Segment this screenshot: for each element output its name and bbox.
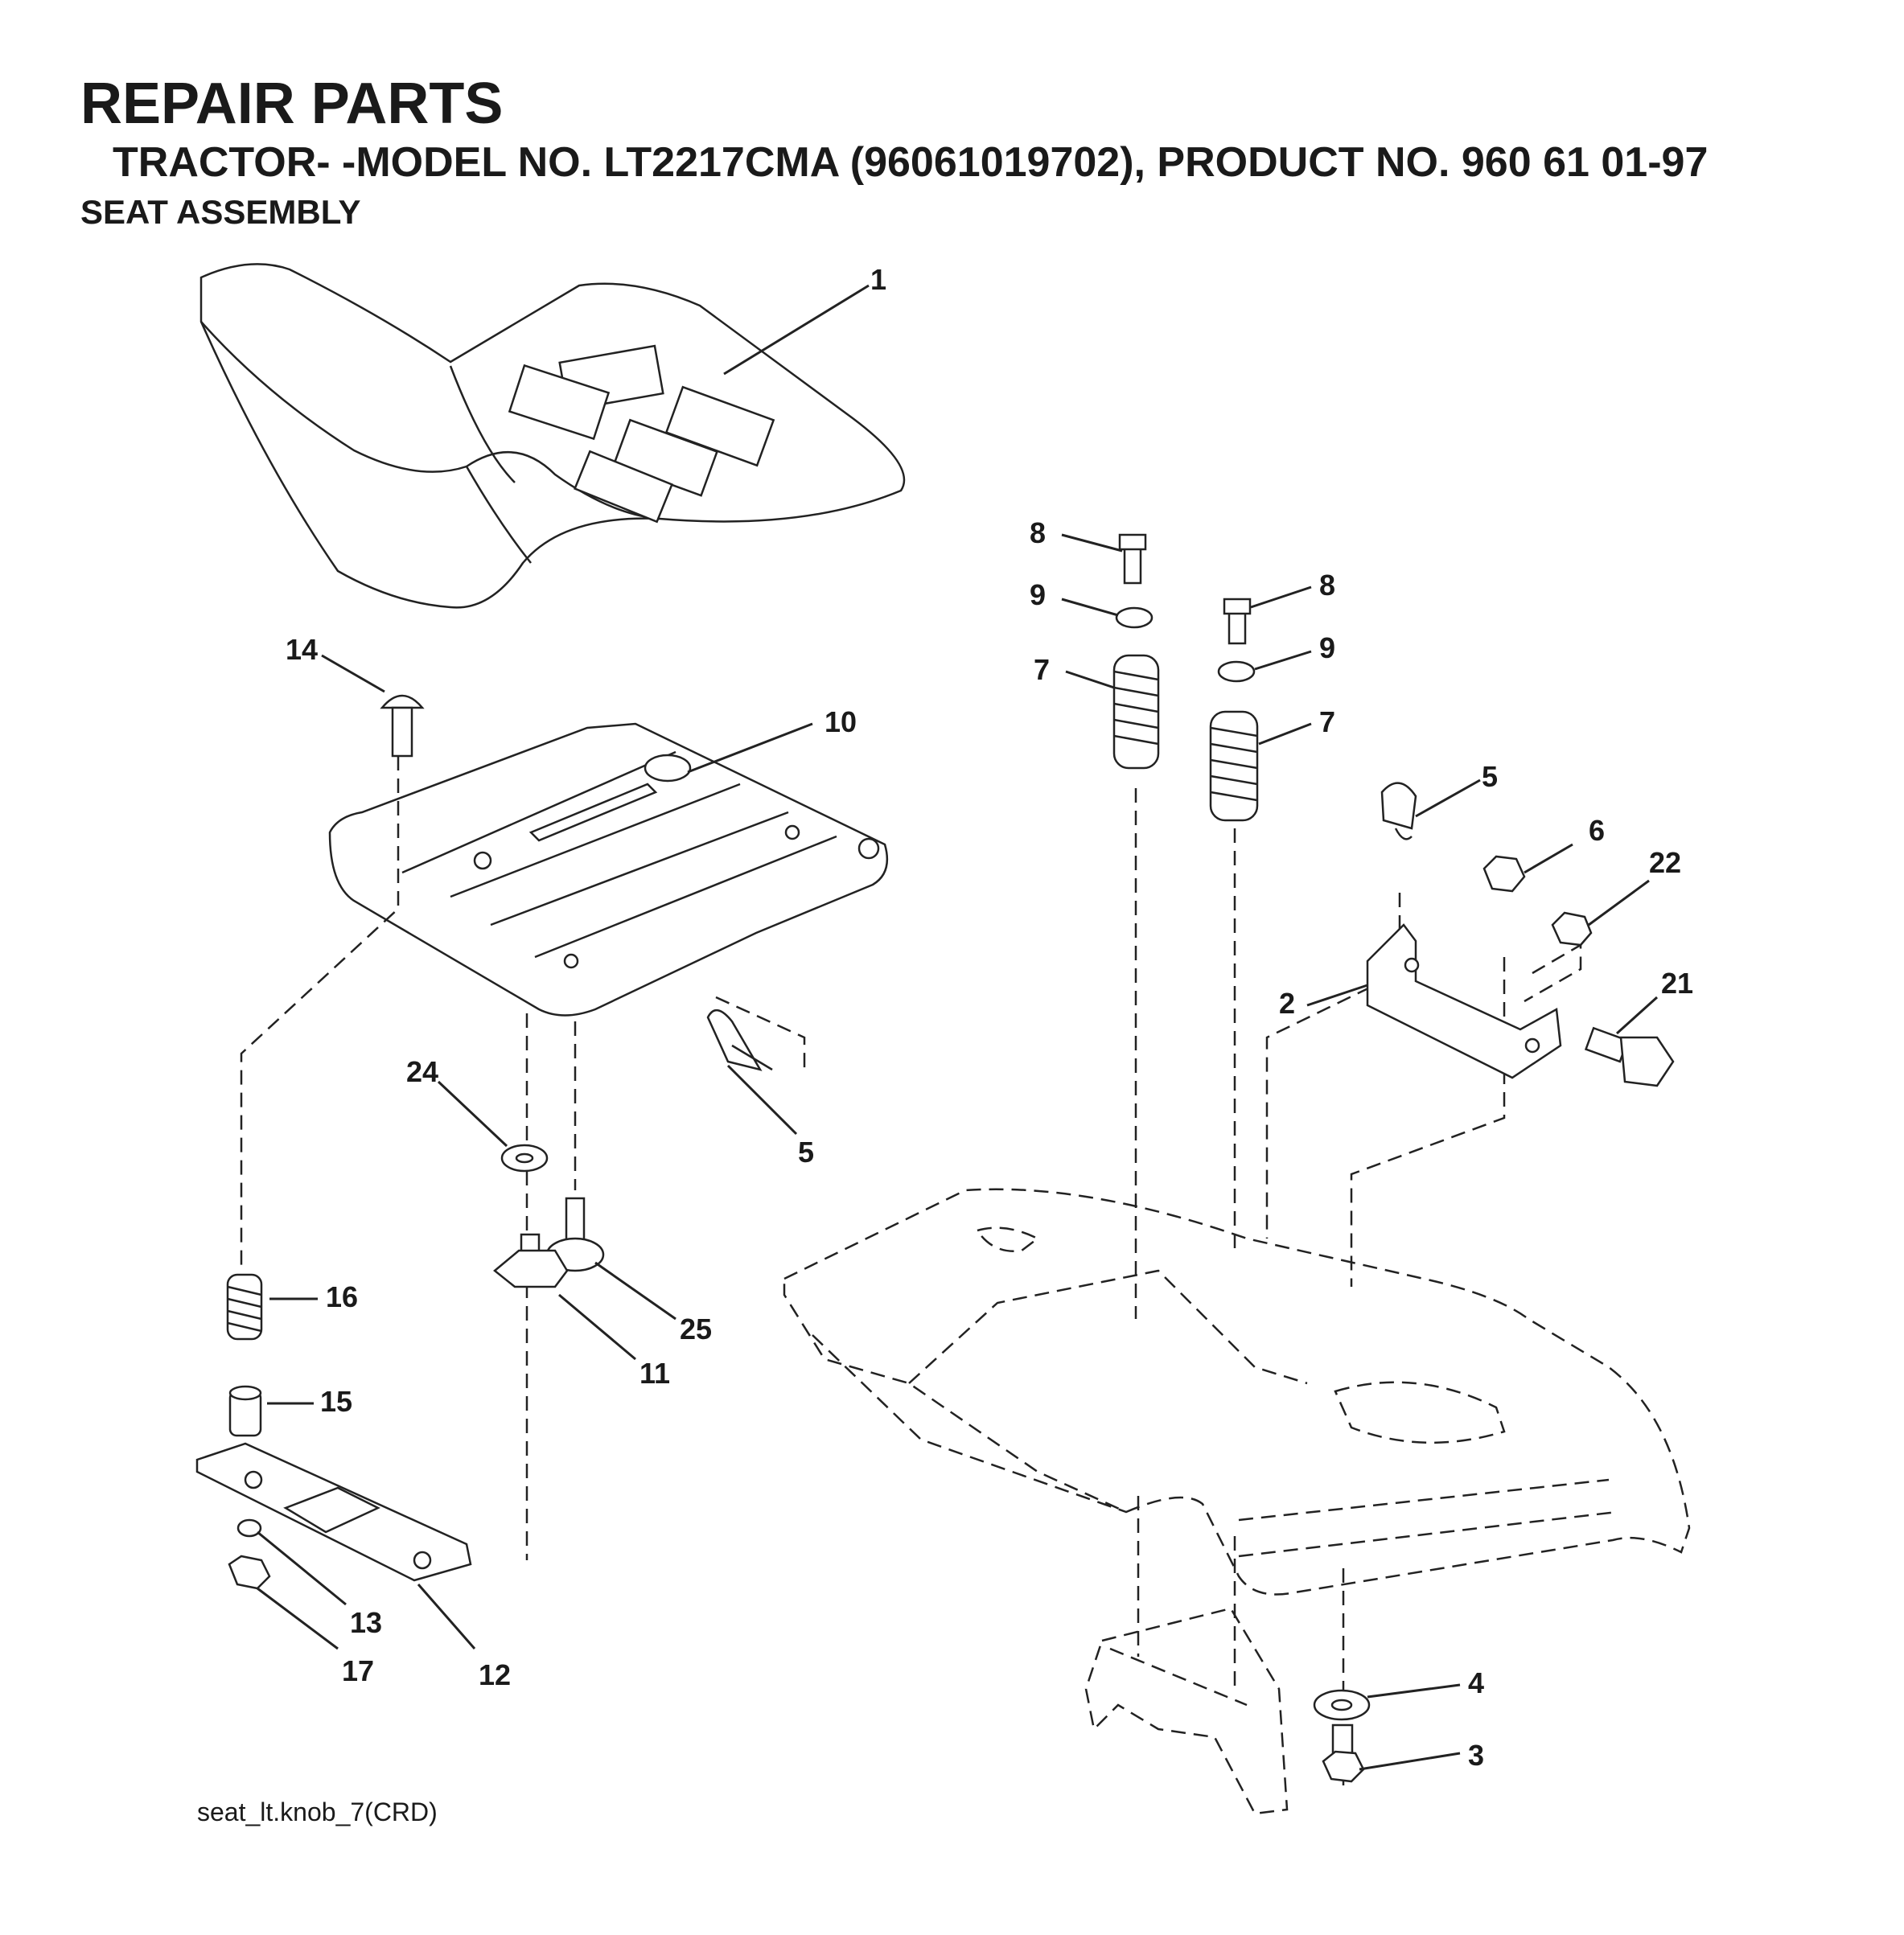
- callout-1: 1: [870, 263, 886, 296]
- callout-7-left: 7: [1034, 653, 1050, 686]
- spring-part-7-right: [1209, 710, 1312, 822]
- slide-plate-part: [195, 1442, 476, 1649]
- callout-5-right: 5: [1482, 760, 1498, 793]
- washer-part-4: [1313, 1683, 1461, 1721]
- seat-pan-part: [328, 722, 889, 1017]
- callout-12: 12: [479, 1658, 511, 1691]
- callout-2: 2: [1279, 987, 1295, 1020]
- spring-part-7-left: [1065, 654, 1160, 770]
- bolt-part-3: [1322, 1723, 1461, 1783]
- washer-part-24: [437, 1080, 549, 1173]
- model-subtitle: TRACTOR- -MODEL NO. LT2217CMA (960610197…: [113, 139, 1709, 186]
- drawing-code: seat_lt.knob_7(CRD): [197, 1797, 438, 1826]
- callout-22: 22: [1649, 846, 1681, 879]
- seat-part: [199, 263, 906, 609]
- washer-part-9-left: [1061, 598, 1154, 629]
- hex-nut-part-17: [228, 1555, 339, 1650]
- callout-7-right: 7: [1319, 705, 1335, 738]
- page-title: REPAIR PARTS: [80, 72, 504, 136]
- knob-part: [493, 1233, 636, 1361]
- callout-25: 25: [680, 1313, 712, 1345]
- callout-5-left: 5: [798, 1136, 814, 1169]
- callout-6: 6: [1589, 814, 1605, 847]
- carriage-bolt-part: [321, 654, 425, 758]
- callout-3: 3: [1468, 1739, 1484, 1772]
- clip-part-left: [706, 1009, 798, 1136]
- callout-9-right: 9: [1319, 631, 1335, 664]
- fender-outline: [783, 1188, 1691, 1815]
- spring-part-16: [226, 1273, 318, 1341]
- callout-9-left: 9: [1030, 578, 1046, 611]
- callout-10: 10: [825, 705, 857, 738]
- callout-15: 15: [320, 1385, 352, 1418]
- bolt-part-8-right: [1223, 585, 1312, 645]
- bracket-part: [1306, 923, 1562, 1079]
- callout-21: 21: [1661, 967, 1693, 1000]
- nut-part-22: [1551, 879, 1650, 947]
- callout-4: 4: [1468, 1666, 1484, 1699]
- shoulder-bolt-part-21: [1584, 996, 1675, 1087]
- section-title: SEAT ASSEMBLY: [80, 193, 361, 231]
- hex-nut-part-6: [1482, 843, 1573, 893]
- bolt-part-8-left: [1061, 533, 1147, 585]
- callout-14: 14: [286, 633, 318, 666]
- callout-24: 24: [406, 1055, 438, 1088]
- nut-part-13: [236, 1518, 347, 1606]
- callout-16: 16: [326, 1280, 358, 1313]
- spacer-part-15: [228, 1385, 314, 1437]
- callout-11: 11: [639, 1357, 670, 1390]
- callout-13: 13: [350, 1606, 382, 1639]
- washer-part-9-right: [1217, 650, 1312, 683]
- callout-8-left: 8: [1030, 516, 1046, 549]
- callout-8-right: 8: [1319, 569, 1335, 602]
- callout-17: 17: [342, 1654, 374, 1687]
- clip-part-right: [1380, 779, 1481, 840]
